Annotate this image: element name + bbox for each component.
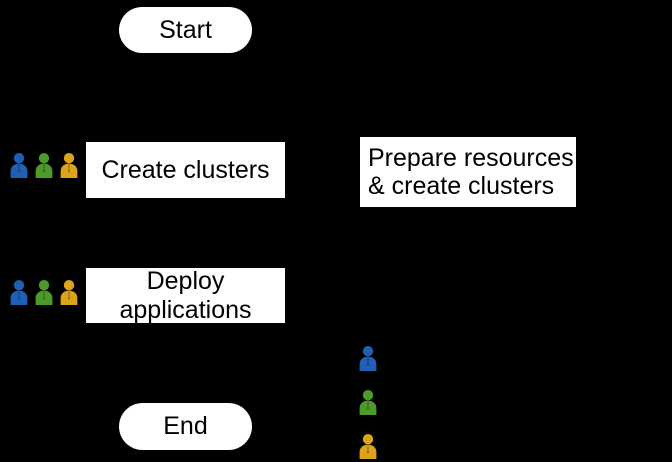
person-icon-yellow — [58, 279, 80, 305]
person-icon-yellow — [58, 152, 80, 178]
actor-group-create-clusters — [8, 152, 80, 178]
person-icon-yellow — [357, 433, 379, 459]
node-prepare-resources[interactable]: Prepare resources & create clusters — [360, 137, 576, 207]
person-icon-blue — [8, 279, 30, 305]
node-end[interactable]: End — [119, 403, 252, 450]
node-create-clusters[interactable]: Create clusters — [86, 142, 285, 198]
person-icon-green — [33, 152, 55, 178]
person-icon-blue — [8, 152, 30, 178]
person-icon-green — [33, 279, 55, 305]
node-start[interactable]: Start — [119, 7, 252, 53]
person-icon-green — [357, 389, 379, 415]
node-start-label: Start — [159, 15, 212, 44]
actor-group-legend — [357, 345, 379, 459]
node-create-clusters-label: Create clusters — [101, 155, 270, 184]
node-deploy-applications[interactable]: Deploy applications — [86, 267, 285, 324]
actor-group-deploy-applications — [8, 279, 80, 305]
node-deploy-applications-label: Deploy applications — [119, 267, 252, 324]
node-end-label: End — [163, 412, 208, 441]
person-icon-blue — [357, 345, 379, 371]
node-prepare-resources-label: Prepare resources & create clusters — [368, 143, 574, 201]
